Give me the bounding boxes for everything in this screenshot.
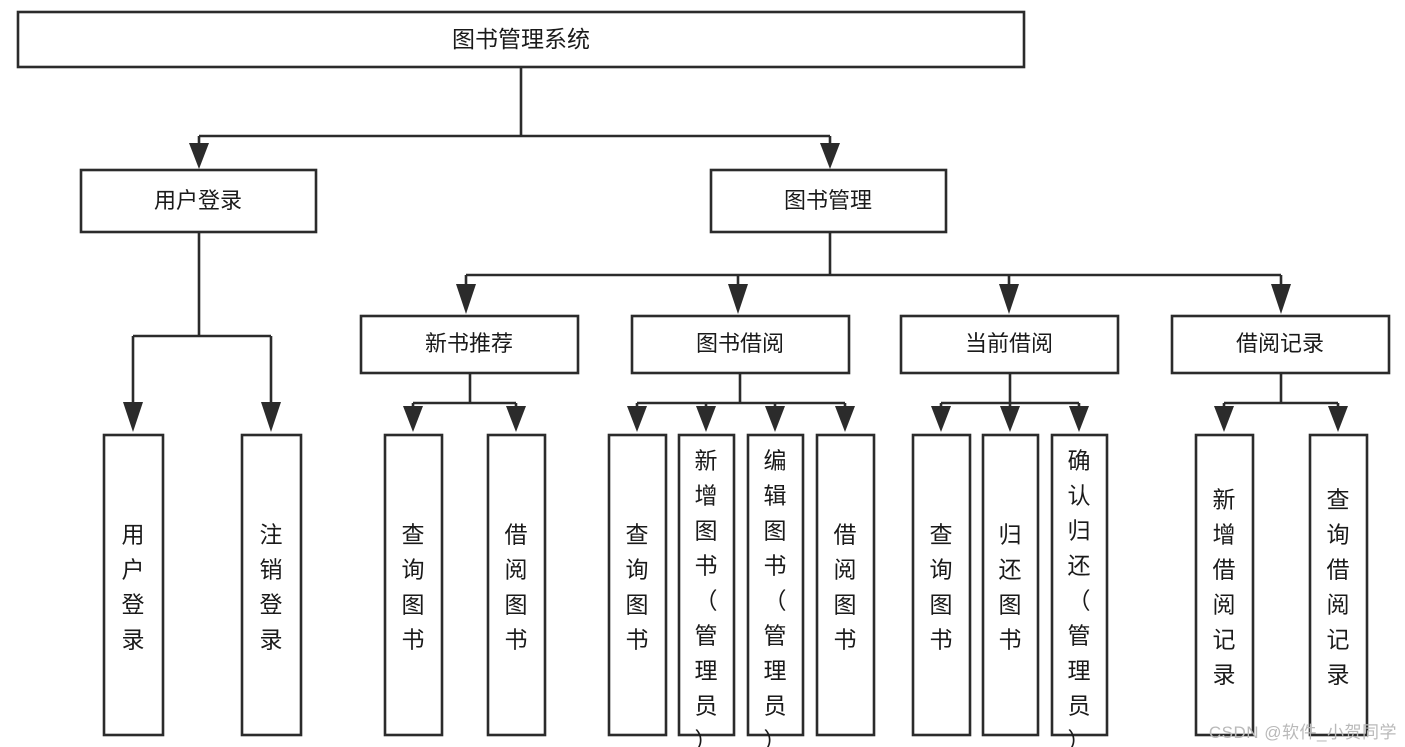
leaf-user-login-label: 用户登录 [122, 521, 145, 652]
arrow-to-leaf-query-book-3 [931, 406, 951, 432]
leaf-borrow-book-2[interactable]: 借阅图书 [815, 433, 876, 737]
leaf-query-book-3-box[interactable] [911, 433, 972, 737]
arrow-to-book-borrow [728, 284, 748, 314]
node-user-login-box[interactable] [79, 168, 318, 234]
node-root-box[interactable] [16, 10, 1026, 69]
leaf-user-logout-label: 注销登录 [260, 521, 283, 652]
leaf-return-book-label: 归还图书 [999, 521, 1022, 652]
leaf-borrow-book-2-label: 借阅图书 [834, 521, 857, 652]
node-root-label: 图书管理系统 [452, 26, 590, 52]
leaf-query-book-1-label: 查询图书 [402, 521, 425, 652]
arrow-to-leaf-confirm-return [1069, 406, 1089, 432]
leaf-edit-book-label: 编辑图书（管理员） [764, 447, 787, 747]
node-book-borrow[interactable]: 图书借阅 [630, 314, 851, 375]
node-borrow-record[interactable]: 借阅记录 [1170, 314, 1391, 375]
leaf-query-book-2-label: 查询图书 [626, 521, 649, 652]
node-book-borrow-label: 图书借阅 [696, 331, 784, 356]
arrow-to-leaf-user-login [123, 402, 143, 432]
leaf-user-login[interactable]: 用户登录 [102, 433, 165, 737]
node-book-management-label: 图书管理 [784, 188, 872, 213]
leaf-borrow-book-2-box[interactable] [815, 433, 876, 737]
leaf-borrow-book-1[interactable]: 借阅图书 [486, 433, 547, 737]
arrow-to-new-book-recommend [456, 284, 476, 314]
leaf-edit-book[interactable]: 编辑图书（管理员） [746, 433, 805, 747]
leaf-add-record[interactable]: 新增借阅记录 [1194, 433, 1255, 737]
arrow-to-leaf-borrow-book-1 [506, 406, 526, 432]
arrow-to-leaf-return-book [1000, 406, 1020, 432]
leaf-query-book-3-label: 查询图书 [930, 521, 953, 652]
node-new-book-recommend-label: 新书推荐 [425, 331, 513, 356]
node-new-book-recommend-box[interactable] [359, 314, 580, 375]
node-current-borrow[interactable]: 当前借阅 [899, 314, 1120, 375]
node-root[interactable]: 图书管理系统 [16, 10, 1026, 69]
leaf-borrow-book-1-box[interactable] [486, 433, 547, 737]
leaf-add-book-label: 新增图书（管理员） [695, 447, 718, 747]
node-user-login[interactable]: 用户登录 [79, 168, 318, 234]
connector-layer [123, 68, 1348, 432]
leaf-user-logout[interactable]: 注销登录 [240, 433, 303, 737]
arrow-to-leaf-query-book-2 [627, 406, 647, 432]
leaf-query-book-2[interactable]: 查询图书 [607, 433, 668, 737]
leaf-query-book-1[interactable]: 查询图书 [383, 433, 444, 737]
leaf-user-login-box[interactable] [102, 433, 165, 737]
arrow-to-leaf-edit-book [765, 406, 785, 432]
node-user-login-label: 用户登录 [154, 188, 242, 213]
leaf-query-record-label: 查询借阅记录 [1327, 486, 1350, 687]
node-borrow-record-label: 借阅记录 [1236, 331, 1324, 356]
arrow-to-leaf-add-book [696, 406, 716, 432]
arrow-to-leaf-query-record [1328, 406, 1348, 432]
arrow-root-to-book-management [820, 143, 840, 169]
arrow-to-borrow-record [1271, 284, 1291, 314]
leaf-query-book-2-box[interactable] [607, 433, 668, 737]
leaf-query-record-box[interactable] [1308, 433, 1369, 737]
leaf-query-book-1-box[interactable] [383, 433, 444, 737]
node-new-book-recommend[interactable]: 新书推荐 [359, 314, 580, 375]
arrow-to-leaf-add-record [1214, 406, 1234, 432]
node-book-borrow-box[interactable] [630, 314, 851, 375]
leaf-query-record[interactable]: 查询借阅记录 [1308, 433, 1369, 737]
arrow-to-current-borrow [999, 284, 1019, 314]
arrow-to-leaf-borrow-book-2 [835, 406, 855, 432]
leaf-user-logout-box[interactable] [240, 433, 303, 737]
leaf-confirm-return-label: 确认归还（管理员） [1068, 447, 1091, 747]
leaf-add-book[interactable]: 新增图书（管理员） [677, 433, 736, 747]
leaf-add-record-label: 新增借阅记录 [1213, 486, 1236, 687]
leaf-query-book-3[interactable]: 查询图书 [911, 433, 972, 737]
leaf-return-book-box[interactable] [981, 433, 1040, 737]
leaf-borrow-book-1-label: 借阅图书 [505, 521, 528, 652]
leaf-add-record-box[interactable] [1194, 433, 1255, 737]
leaf-edit-book-box[interactable] [746, 433, 805, 737]
node-book-management-box[interactable] [709, 168, 948, 234]
leaf-return-book[interactable]: 归还图书 [981, 433, 1040, 737]
node-current-borrow-box[interactable] [899, 314, 1120, 375]
leaf-add-book-box[interactable] [677, 433, 736, 737]
leaf-confirm-return[interactable]: 确认归还（管理员） [1050, 433, 1109, 747]
arrow-to-leaf-user-logout [261, 402, 281, 432]
node-book-management[interactable]: 图书管理 [709, 168, 948, 234]
node-current-borrow-label: 当前借阅 [965, 331, 1053, 356]
leaf-confirm-return-box[interactable] [1050, 433, 1109, 737]
node-borrow-record-box[interactable] [1170, 314, 1391, 375]
arrow-root-to-user-login [189, 143, 209, 169]
arrow-to-leaf-query-book-1 [403, 406, 423, 432]
